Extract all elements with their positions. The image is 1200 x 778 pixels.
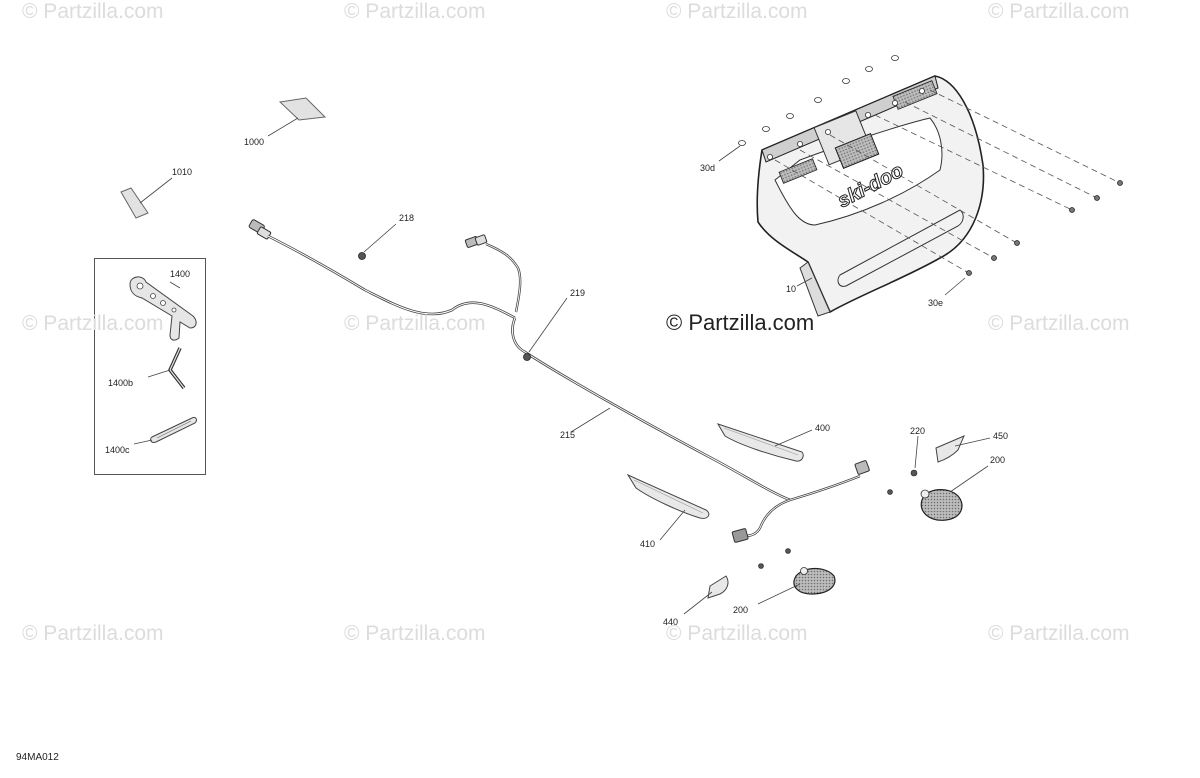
diagram-code: 94MA012: [16, 752, 59, 763]
leader-30d: [718, 145, 741, 162]
light-200-right: [920, 489, 963, 521]
leader-410: [659, 509, 686, 541]
callout-30d: 30d: [700, 163, 716, 173]
watermark: © Partzilla.com: [344, 0, 486, 23]
watermark: © Partzilla.com: [666, 622, 808, 645]
callout-220: 220: [910, 426, 926, 436]
leader-10: [796, 277, 813, 287]
leader-1010: [139, 177, 173, 204]
watermark: © Partzilla.com: [666, 0, 808, 23]
decal-1000: [278, 97, 327, 121]
callout-1400: 1400: [170, 269, 191, 279]
callout-400: 400: [815, 423, 831, 433]
nut-220b: [887, 489, 893, 495]
leader-1400: [169, 281, 181, 289]
watermark: © Partzilla.com: [988, 312, 1130, 335]
leader-400: [774, 429, 813, 447]
decal-440: [707, 575, 729, 599]
watermark: © Partzilla.com: [22, 0, 164, 23]
fastener-219: [523, 297, 568, 361]
callout-215: 215: [560, 430, 576, 440]
callout-450: 450: [993, 431, 1009, 441]
callout-10: 10: [786, 284, 797, 294]
nut-200-left-a: [785, 548, 791, 554]
screw-heads: [966, 180, 1123, 276]
leader-450: [954, 437, 991, 447]
leader-1400c: [133, 439, 153, 445]
leader-220: [914, 435, 919, 469]
leader-1400b: [147, 369, 171, 378]
leader-215: [570, 407, 611, 433]
washers-30d: [738, 55, 899, 146]
fastener-218: [358, 223, 397, 260]
watermark: © Partzilla.com: [988, 0, 1130, 23]
watermark: © Partzilla.com: [344, 312, 486, 335]
center-watermark: © Partzilla.com: [666, 310, 815, 335]
nut-220: [910, 469, 918, 477]
leader-200a: [949, 465, 989, 493]
light-200-left: [793, 567, 836, 595]
wrench-1400: [129, 276, 197, 341]
watermark: © Partzilla.com: [22, 312, 164, 335]
callout-200-left: 200: [733, 605, 749, 615]
callout-218: 218: [399, 213, 415, 223]
leader-30e: [944, 277, 966, 296]
callout-1010: 1010: [172, 167, 193, 177]
callout-1000: 1000: [244, 137, 265, 147]
reflector-400: [716, 423, 804, 462]
leader-440: [683, 591, 713, 615]
watermark: © Partzilla.com: [344, 622, 486, 645]
decal-450: [935, 435, 965, 463]
watermark: © Partzilla.com: [22, 622, 164, 645]
watermark: © Partzilla.com: [988, 622, 1130, 645]
nut-200-left-b: [758, 563, 764, 569]
callout-219: 219: [570, 288, 586, 298]
callout-30e: 30e: [928, 298, 944, 308]
callout-1400b: 1400b: [108, 378, 134, 388]
screws-30e: [774, 89, 1119, 273]
callout-440: 440: [663, 617, 679, 627]
callout-410: 410: [640, 539, 656, 549]
wiring-harness-215: [248, 219, 870, 543]
snow-flap-10: [756, 75, 985, 317]
callout-200-right: 200: [990, 455, 1006, 465]
tool-kit-box: [94, 258, 206, 475]
leader-200b: [757, 583, 801, 605]
leader-1000: [267, 117, 299, 137]
decal-1010: [120, 187, 149, 219]
callout-1400c: 1400c: [105, 445, 130, 455]
